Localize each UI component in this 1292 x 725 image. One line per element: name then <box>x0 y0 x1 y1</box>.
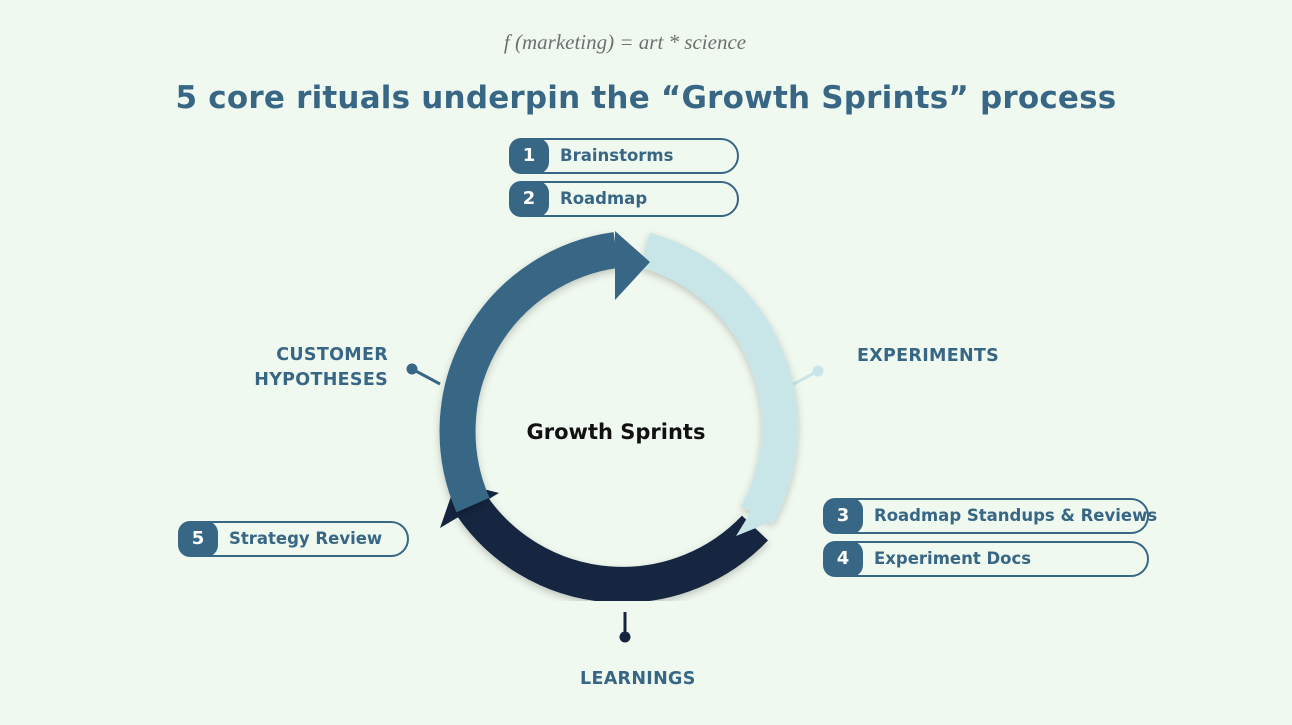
ritual-roadmap-standups: 3 Roadmap Standups & Reviews <box>823 498 1157 534</box>
phase-customer-line: CUSTOMER <box>276 345 388 365</box>
hypotheses-arc <box>439 232 619 513</box>
phase-learnings: LEARNINGS <box>580 669 696 689</box>
ritual-number-badge: 2 <box>509 181 549 217</box>
hypotheses-connector-dot <box>406 363 418 375</box>
ritual-label: Roadmap <box>560 189 648 208</box>
experiments-connector-dot <box>812 365 824 377</box>
ritual-label: Strategy Review <box>229 529 383 548</box>
phase-experiments: EXPERIMENTS <box>857 346 1000 366</box>
phase-customer-hypotheses: CUSTOMER HYPOTHESES <box>230 343 388 393</box>
learnings-connector-dot <box>619 631 631 643</box>
ritual-number-badge: 1 <box>509 138 549 174</box>
ritual-number-badge: 4 <box>823 541 863 577</box>
ritual-experiment-docs: 4 Experiment Docs <box>823 541 1149 577</box>
ritual-label: Roadmap Standups & Reviews <box>874 506 1158 525</box>
learnings-arc <box>457 495 769 603</box>
ritual-number-badge: 5 <box>178 521 218 557</box>
experiments-arrowhead <box>736 510 778 536</box>
ritual-label: Experiment Docs <box>874 549 1032 568</box>
ritual-roadmap: 2 Roadmap <box>509 181 739 217</box>
phase-hypotheses-line: HYPOTHESES <box>254 370 388 390</box>
ritual-label: Brainstorms <box>560 146 674 165</box>
ritual-brainstorms: 1 Brainstorms <box>509 138 739 174</box>
page-title: 5 core rituals underpin the “Growth Spri… <box>175 80 1117 116</box>
hypotheses-arrowhead <box>615 231 650 300</box>
formula-caption: f (marketing) = art * science <box>503 30 747 54</box>
experiments-arc <box>640 232 798 524</box>
cycle-center-label: Growth Sprints <box>526 420 706 444</box>
ritual-strategy-review: 5 Strategy Review <box>178 521 409 557</box>
ritual-number-badge: 3 <box>823 498 863 534</box>
